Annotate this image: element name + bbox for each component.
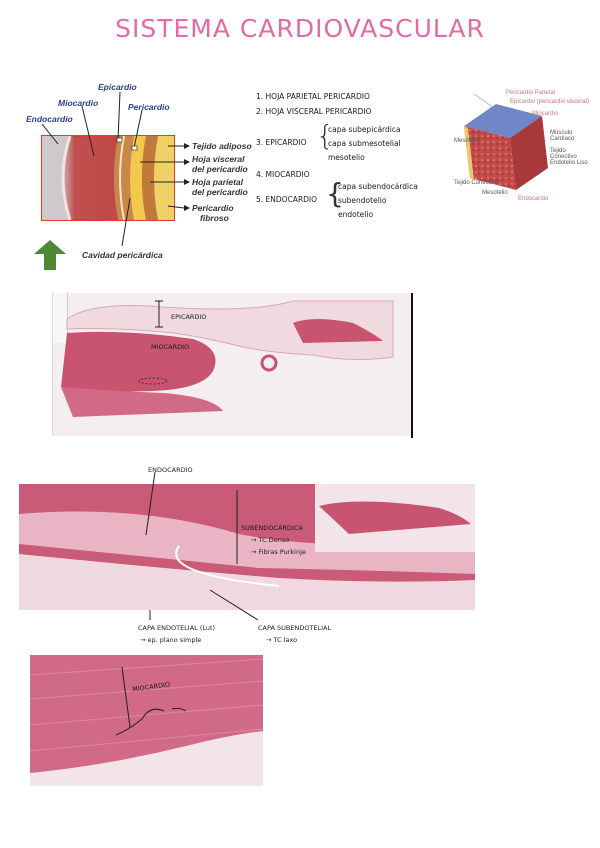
inset-label: Epicardio (pericardio visceral) xyxy=(510,99,590,105)
list-item: 4. MIOCARDIO xyxy=(256,170,310,179)
heart-wall-diagram: Epicardio Miocardio Pericardio Endocardi… xyxy=(22,78,252,273)
label-hoja-visceral-1: Hoja visceral xyxy=(192,154,245,164)
label-pericardio-fibroso-1: Pericardio xyxy=(192,203,234,213)
list-item: 1. HOJA PARIETAL PERICARDIO xyxy=(256,92,370,101)
slide-2-label-subendocardica: SUBENDOCÁRDICA xyxy=(241,524,303,532)
list-item: 5. ENDOCARDIO xyxy=(256,195,318,204)
inset-label: Tejido Conectivo xyxy=(550,148,577,160)
slide-2-bullet: → Fibras Purkinje xyxy=(251,548,306,556)
inset-label: Mesotelio xyxy=(454,138,480,144)
inset-label: Endocardio xyxy=(518,196,549,202)
layers-list: 1. HOJA PARIETAL PERICARDIO 2. HOJA VISC… xyxy=(256,92,456,232)
slide-2-bullet: → TC Denso xyxy=(251,536,290,544)
heart-wall-3d-inset: Pericardio Parietal Epicardio (pericardi… xyxy=(450,86,590,206)
label-capa-subendotelial-bullet: → TC laxo xyxy=(266,636,298,644)
label-hoja-parietal-2: del pericardio xyxy=(192,187,248,197)
inset-label: Tejido Conectivo xyxy=(454,180,499,186)
label-hoja-parietal-1: Hoja parietal xyxy=(192,177,244,187)
label-endocardio: Endocardio xyxy=(26,114,73,124)
viewer-toolbar[interactable] xyxy=(53,293,68,343)
histology-slide-1: EPICARDIO MIOCARDIO xyxy=(52,293,413,436)
label-capa-endotelial: CAPA ENDOTELIAL (Lut) xyxy=(138,624,216,632)
brace-endocardio: { xyxy=(326,177,344,210)
label-hoja-visceral-2: del pericardio xyxy=(192,164,248,174)
label-pericardio-fibroso-2: fibroso xyxy=(200,213,229,223)
brace-epicardio: { xyxy=(316,119,334,152)
label-tejido-adiposo: Tejido adiposo xyxy=(192,141,252,151)
sub-item: capa subendocárdica xyxy=(338,182,418,191)
slide-3-tissue xyxy=(30,655,263,786)
inset-label: Miocardio xyxy=(532,111,559,117)
heart-wall-3d-illustration xyxy=(464,93,548,190)
list-item: 3. EPICARDIO xyxy=(256,138,307,147)
slide-2-label-endocardio: ENDOCARDIO xyxy=(148,466,193,474)
list-item: 2. HOJA VISCERAL PERICARDIO xyxy=(256,107,372,116)
inset-label: Músculo Cardíaco xyxy=(550,130,575,142)
label-capa-subendotelial: CAPA SUBENDOTELIAL xyxy=(258,624,332,632)
label-miocardio: Miocardio xyxy=(58,98,99,108)
sub-item: subendotelio xyxy=(338,196,387,205)
inset-label: Endotelio Liso xyxy=(550,160,588,166)
sub-item: capa subepicárdica xyxy=(328,125,401,134)
heart-wall-illustration xyxy=(34,91,190,270)
sub-item: mesotelio xyxy=(328,153,365,162)
slide-1-tissue xyxy=(61,300,394,417)
pericardial-cavity-arrow xyxy=(34,240,66,270)
divider xyxy=(411,293,413,438)
histology-slide-3: MIOCARDIO xyxy=(30,655,263,786)
inset-label: Mesotelio xyxy=(482,190,508,196)
histology-slide-2: SUBENDOCÁRDICA → TC Denso → Fibras Purki… xyxy=(19,484,475,610)
label-epicardio: Epicardio xyxy=(98,82,137,92)
slide-2-tissue xyxy=(19,484,475,610)
sub-item: endotelio xyxy=(338,210,374,219)
slide-1-label-epicardio: EPICARDIO xyxy=(171,313,207,321)
inset-label: Pericardio Parietal xyxy=(506,90,556,96)
label-pericardio: Pericardio xyxy=(128,102,170,112)
label-cavidad: Cavidad pericárdica xyxy=(82,250,163,260)
page-title: SISTEMA CARDIOVASCULAR xyxy=(115,14,485,43)
slide-1-label-miocardio: MIOCARDIO xyxy=(151,343,190,351)
sub-item: capa submesotelial xyxy=(328,139,401,148)
label-capa-endotelial-bullet: → ep. plano simple xyxy=(140,636,202,644)
